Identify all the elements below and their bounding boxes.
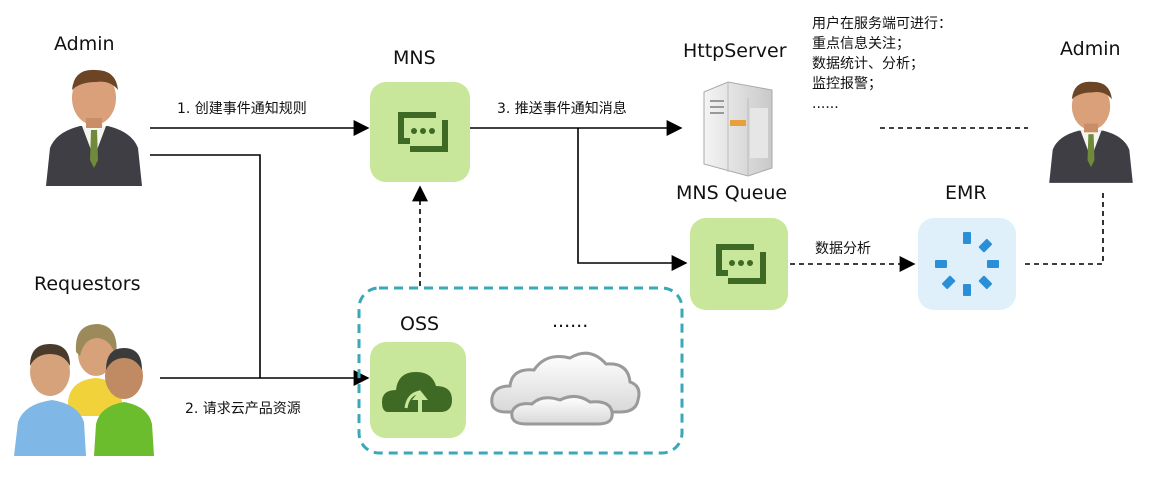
server-icon — [703, 81, 773, 177]
server-note-line: 用户在服务端可进行： — [812, 16, 952, 32]
mns-label: MNS — [393, 47, 436, 69]
server-note-line: 重点信息关注； — [812, 36, 910, 52]
mns-icon — [370, 82, 470, 182]
edge-to-queue — [577, 128, 688, 271]
edge-admin-request — [150, 154, 261, 378]
admin-right-label: Admin — [1060, 38, 1121, 60]
server-note: 用户在服务端可进行： 重点信息关注； 数据统计、分析； 监控报警； ...... — [812, 14, 952, 114]
mns-queue-icon — [690, 218, 788, 310]
edge-label-request: 2. 请求云产品资源 — [185, 401, 301, 417]
mns-queue-label: MNS Queue — [676, 182, 788, 204]
admin-person-icon — [1049, 81, 1133, 183]
edge-label-data-analysis: 数据分析 — [815, 241, 871, 257]
server-note-line: ...... — [812, 96, 839, 112]
requestors-group-icon — [14, 324, 154, 456]
server-note-line: 数据统计、分析； — [812, 56, 924, 72]
oss-label: OSS — [400, 313, 440, 335]
admin-left-label: Admin — [54, 33, 115, 55]
requestors-label: Requestors — [34, 273, 141, 295]
edge-label-push: 3. 推送事件通知消息 — [497, 101, 627, 117]
httpserver-label: HttpServer — [683, 40, 787, 62]
admin-person-icon — [46, 69, 142, 186]
cloud-icon — [490, 351, 641, 426]
edge-label-create-rule: 1. 创建事件通知规则 — [177, 101, 307, 117]
oss-group-border — [357, 286, 684, 455]
server-note-line: 监控报警； — [812, 76, 882, 92]
more-services-label: ...... — [552, 310, 589, 332]
emr-icon — [918, 218, 1016, 310]
edge-emr-to-admin — [1025, 190, 1104, 265]
emr-label: EMR — [945, 182, 987, 204]
oss-icon — [370, 342, 466, 438]
